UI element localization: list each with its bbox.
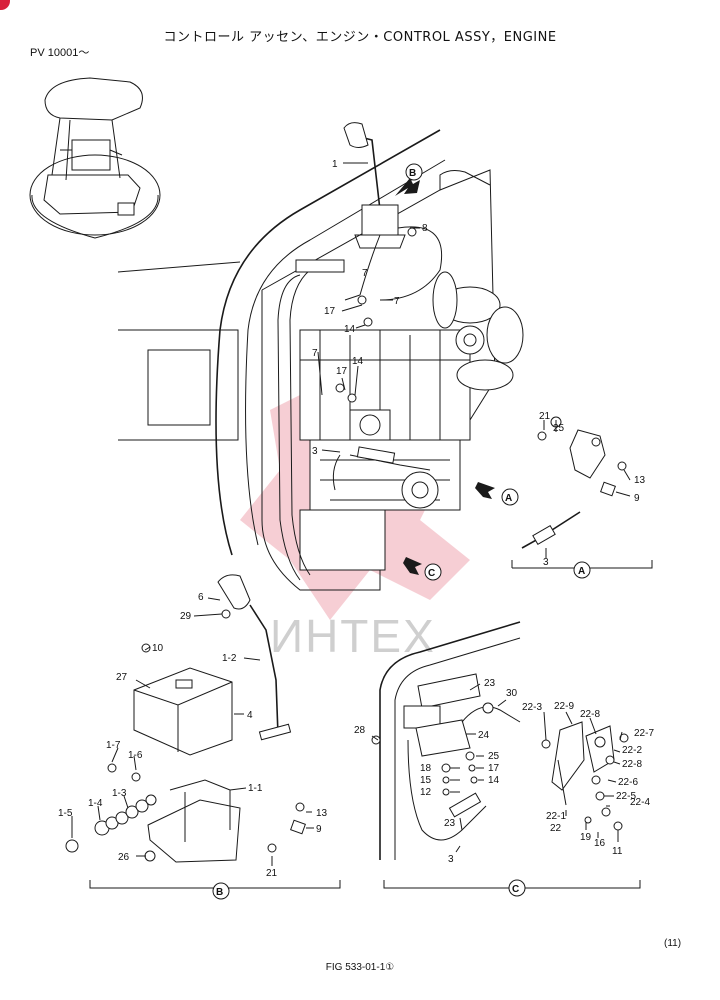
main-leaders <box>317 162 420 453</box>
callout-c-22: 22 <box>550 823 562 834</box>
callout-b-4: 4 <box>247 710 253 721</box>
callout-b-29: 29 <box>180 611 192 622</box>
callout-c-22-2: 22-2 <box>622 745 642 756</box>
callout-main-14b: 14 <box>352 356 364 367</box>
watermark-text: ИНТЕХ <box>270 610 436 662</box>
view-marker-a-main: A <box>505 493 512 504</box>
callout-main-1: 1 <box>332 159 338 170</box>
corner-mark <box>0 0 10 10</box>
callout-main-17b: 17 <box>336 366 348 377</box>
callout-c-14: 14 <box>488 775 500 786</box>
callout-c-19: 19 <box>580 832 592 843</box>
callout-b-26: 26 <box>118 852 130 863</box>
callout-b-13: 13 <box>316 808 328 819</box>
callout-main-7a: 7 <box>394 296 400 307</box>
callout-c-3: 3 <box>448 854 454 865</box>
view-arrows <box>395 163 519 581</box>
callout-b-6: 6 <box>198 592 204 603</box>
callout-c-17: 17 <box>488 763 500 774</box>
serial-range: PV 10001～ <box>30 47 90 59</box>
callout-a-21: 21 <box>539 411 551 422</box>
callout-c-22-3: 22-3 <box>522 702 542 713</box>
callout-c-28: 28 <box>354 725 366 736</box>
callout-c-23a: 23 <box>484 678 496 689</box>
callout-c-15: 15 <box>420 775 432 786</box>
callout-c-22-4: 22-4 <box>630 797 650 808</box>
machine-thumbnail <box>29 77 161 239</box>
detail-b <box>65 574 341 900</box>
detail-a <box>511 416 653 579</box>
callout-c-23b: 23 <box>444 818 456 829</box>
callout-c-12: 12 <box>420 787 432 798</box>
callout-b-1-7: 1-7 <box>106 740 121 751</box>
callout-b-1-3: 1-3 <box>112 788 127 799</box>
callout-b-27: 27 <box>116 672 128 683</box>
callout-main-8: 8 <box>422 223 428 234</box>
callout-a-9: 9 <box>634 493 640 504</box>
callout-c-22-8a: 22-8 <box>580 709 600 720</box>
view-label-a: A <box>578 566 585 577</box>
callout-c-25: 25 <box>488 751 500 762</box>
callout-b-1-1: 1-1 <box>248 783 263 794</box>
callout-c-18: 18 <box>420 763 432 774</box>
callout-a-3: 3 <box>543 557 549 568</box>
callout-b-1-2: 1-2 <box>222 653 237 664</box>
callout-main-7c: 7 <box>312 348 318 359</box>
callout-a-25: 25 <box>553 423 565 434</box>
detail-c <box>371 621 641 897</box>
callout-c-22-7: 22-7 <box>634 728 654 739</box>
callout-c-30: 30 <box>506 688 518 699</box>
page-title: コントロール アッセン、エンジン・CONTROL ASSY，ENGINE <box>163 30 557 45</box>
callout-c-22-6: 22-6 <box>618 777 638 788</box>
callout-main-17a: 17 <box>324 306 336 317</box>
callout-c-16: 16 <box>594 838 606 849</box>
callout-b-9: 9 <box>316 824 322 835</box>
view-label-c: C <box>512 884 519 895</box>
view-marker-c-main: C <box>428 568 435 579</box>
callout-b-21: 21 <box>266 868 278 879</box>
callout-b-1-6: 1-6 <box>128 750 143 761</box>
view-marker-b-main: B <box>409 168 416 179</box>
main-engine-view <box>117 122 524 591</box>
callout-b-1-5: 1-5 <box>58 808 73 819</box>
figure-number: FIG 533-01-1① <box>325 962 395 973</box>
callout-b-1-4: 1-4 <box>88 798 103 809</box>
page-number: (11) <box>664 938 682 949</box>
callout-c-22-8b: 22-8 <box>622 759 642 770</box>
callout-c-24: 24 <box>478 730 490 741</box>
callout-c-11: 11 <box>612 846 623 857</box>
callout-c-22-1: 22-1 <box>546 811 566 822</box>
callout-main-3: 3 <box>312 446 318 457</box>
callout-main-14a: 14 <box>344 324 356 335</box>
callout-c-22-5: 22-5 <box>616 791 636 802</box>
callout-c-22-9: 22-9 <box>554 701 574 712</box>
view-label-b: B <box>216 887 223 898</box>
callout-b-10: 10 <box>152 643 164 654</box>
callout-main-7b: 7 <box>362 268 368 279</box>
callout-a-13: 13 <box>634 475 646 486</box>
